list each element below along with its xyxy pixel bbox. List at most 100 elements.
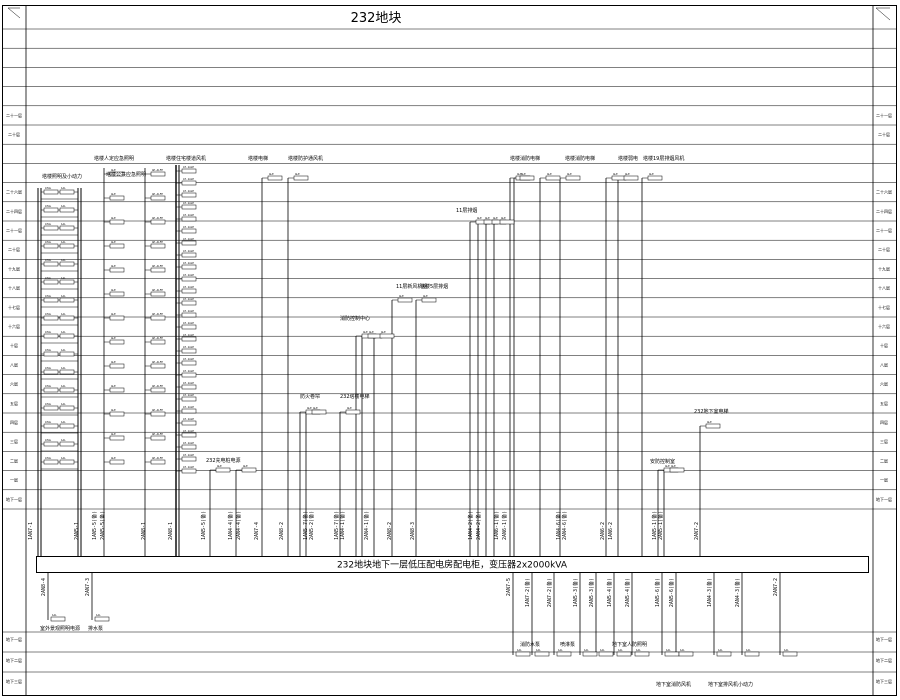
distribution-box — [109, 171, 125, 177]
distribution-box — [311, 409, 327, 415]
distribution-box — [181, 324, 197, 330]
distribution-box — [109, 411, 125, 417]
circuit-label-top: 1AN5-5(备) — [91, 511, 98, 540]
box-label: ALE — [477, 216, 482, 220]
floor-label-left: 三层 — [10, 438, 18, 444]
box-label: ALE — [381, 330, 386, 334]
distribution-box — [150, 363, 166, 369]
distribution-box — [181, 432, 197, 438]
circuit-label-bottom: 2AN7-2(备) — [546, 578, 553, 607]
group-label: 地下室消防风机 — [656, 681, 691, 688]
box-label: ALE — [671, 464, 676, 468]
distribution-box — [109, 195, 125, 201]
distribution-box — [109, 363, 125, 369]
box-label: AT-1ALE — [183, 465, 194, 469]
group-label: 喷淋泵 — [560, 641, 575, 648]
box-label: 1AL — [61, 456, 66, 460]
distribution-box — [109, 459, 125, 465]
distribution-box — [634, 651, 650, 657]
box-label: AT-1ALE — [183, 297, 194, 301]
box-label: ALE — [307, 406, 312, 410]
floor-label-right: 二十一层 — [876, 227, 892, 233]
distribution-box — [515, 651, 531, 657]
distribution-box — [181, 468, 197, 474]
box-label: 1AL — [96, 613, 101, 617]
circuit-label-top: 2AN4-4(备) — [235, 511, 242, 540]
box-label: AP-ALFE — [152, 264, 163, 268]
distribution-box — [181, 348, 197, 354]
distribution-box — [267, 175, 283, 181]
box-label: ALE — [217, 464, 222, 468]
box-label: AT-1ALE — [183, 201, 194, 205]
floor-label-left: 二十六层 — [6, 189, 22, 195]
group-label: 室外景观照明电源 — [40, 625, 80, 632]
distribution-box — [109, 243, 125, 249]
distribution-box — [150, 411, 166, 417]
box-label: ALE — [111, 360, 116, 364]
box-label: ALE — [111, 336, 116, 340]
distribution-box — [582, 651, 598, 657]
drawing-frame — [2, 5, 897, 696]
box-label: 1AL — [61, 402, 66, 406]
box-label: ATAL — [45, 204, 52, 208]
floor-labels-bottom: 地下一层地下一层地下二层地下二层地下三层地下三层 — [6, 636, 892, 684]
box-label: AT-1ALE — [183, 177, 194, 181]
box-label: AT-1ALE — [183, 429, 194, 433]
box-label: AT-1ALE — [183, 309, 194, 313]
floor-label-left: 一层 — [10, 477, 18, 483]
box-label: AT-1ALE — [183, 345, 194, 349]
left-corner-mark — [7, 7, 21, 19]
box-label: 1AL — [746, 648, 751, 652]
distribution-box — [59, 189, 75, 195]
floor-grid — [3, 28, 896, 673]
distribution-box — [150, 315, 166, 321]
circuit-label-top: 1AN5-7(备) — [302, 511, 309, 540]
distribution-box — [43, 225, 59, 231]
box-label: AP-ALFE — [152, 192, 163, 196]
distribution-box — [150, 243, 166, 249]
distribution-box — [181, 180, 197, 186]
distribution-box — [616, 651, 632, 657]
distribution-box — [43, 243, 59, 249]
distribution-box — [109, 291, 125, 297]
box-label: ALE — [501, 216, 506, 220]
floor-label-right: 二十层 — [878, 246, 890, 252]
distribution-box — [150, 219, 166, 225]
box-label: AT-1ALE — [183, 357, 194, 361]
distribution-box — [59, 279, 75, 285]
box-label: ALE — [111, 216, 116, 220]
box-label: 1AL — [61, 294, 66, 298]
group-label: 排水泵 — [88, 625, 103, 632]
distribution-box — [43, 189, 59, 195]
distribution-box — [782, 651, 798, 657]
floor-labels-right: 二十一层二十层二十六层二十四层二十一层二十层十九层十八层十七层十六层十层八层六层… — [876, 112, 892, 502]
box-label: 1AL — [61, 420, 66, 424]
group-label: 塔楼防护通风机 — [288, 155, 323, 162]
floor-label-right: 八层 — [880, 361, 888, 367]
box-label: ALE — [111, 312, 116, 316]
circuit-label-top: 2AN5-5(备) — [99, 511, 106, 540]
floor-label-right: 二十层 — [878, 131, 890, 137]
box-label: 1AL — [61, 366, 66, 370]
box-label: ATAL — [45, 258, 52, 262]
box-label: 1AL — [61, 348, 66, 352]
circuit-label-bottom: 2AN5-4(备) — [624, 578, 631, 607]
distribution-box — [181, 336, 197, 342]
box-label: ALE — [707, 420, 712, 424]
circuit-label-top: 1AN6-2 — [608, 522, 614, 540]
circuit-label-bottom: 2AN5-6(备) — [668, 578, 675, 607]
distribution-box — [109, 267, 125, 273]
box-label: AT-1ALE — [183, 273, 194, 277]
distribution-box — [181, 372, 197, 378]
distribution-box — [59, 261, 75, 267]
distribution-box — [150, 459, 166, 465]
circuit-label-top: 1AN4-1(备) — [339, 511, 346, 540]
distribution-box — [150, 291, 166, 297]
group-label: 消防控制中心 — [340, 315, 370, 322]
group-label: 232充电桩电源 — [206, 457, 241, 464]
floor-label-left: 二层 — [10, 457, 18, 463]
distribution-box — [109, 219, 125, 225]
